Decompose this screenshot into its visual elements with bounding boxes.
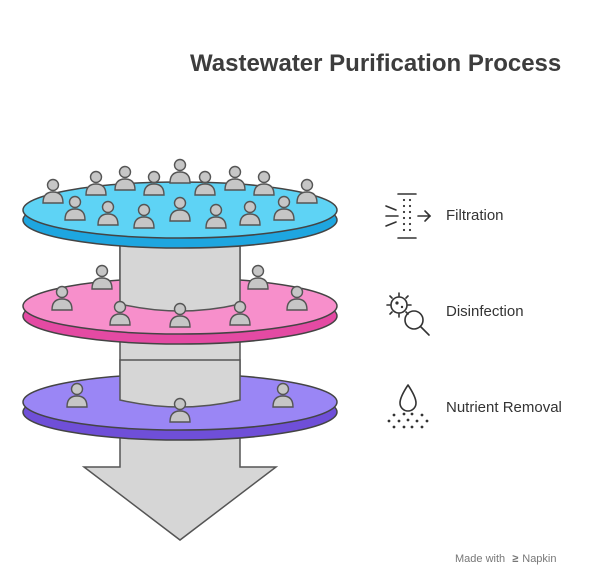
napkin-brand: Napkin [522,553,557,565]
microbe-magnifier-icon [386,292,430,336]
napkin-logo-icon: ≥ [512,553,519,565]
made-with-text: Made with [455,553,506,565]
stage-label-disinfection: Disinfection [446,303,524,320]
stage-label-nutrient-removal: Nutrient Removal [446,399,562,416]
made-with-credit: Made with ≥Napkin [455,553,557,565]
droplet-dots-icon [387,384,429,429]
filter-icon [385,193,432,239]
stage-label-filtration: Filtration [446,207,504,224]
diagram-title: Wastewater Purification Process [190,50,562,77]
disinfection-disc [22,244,338,345]
